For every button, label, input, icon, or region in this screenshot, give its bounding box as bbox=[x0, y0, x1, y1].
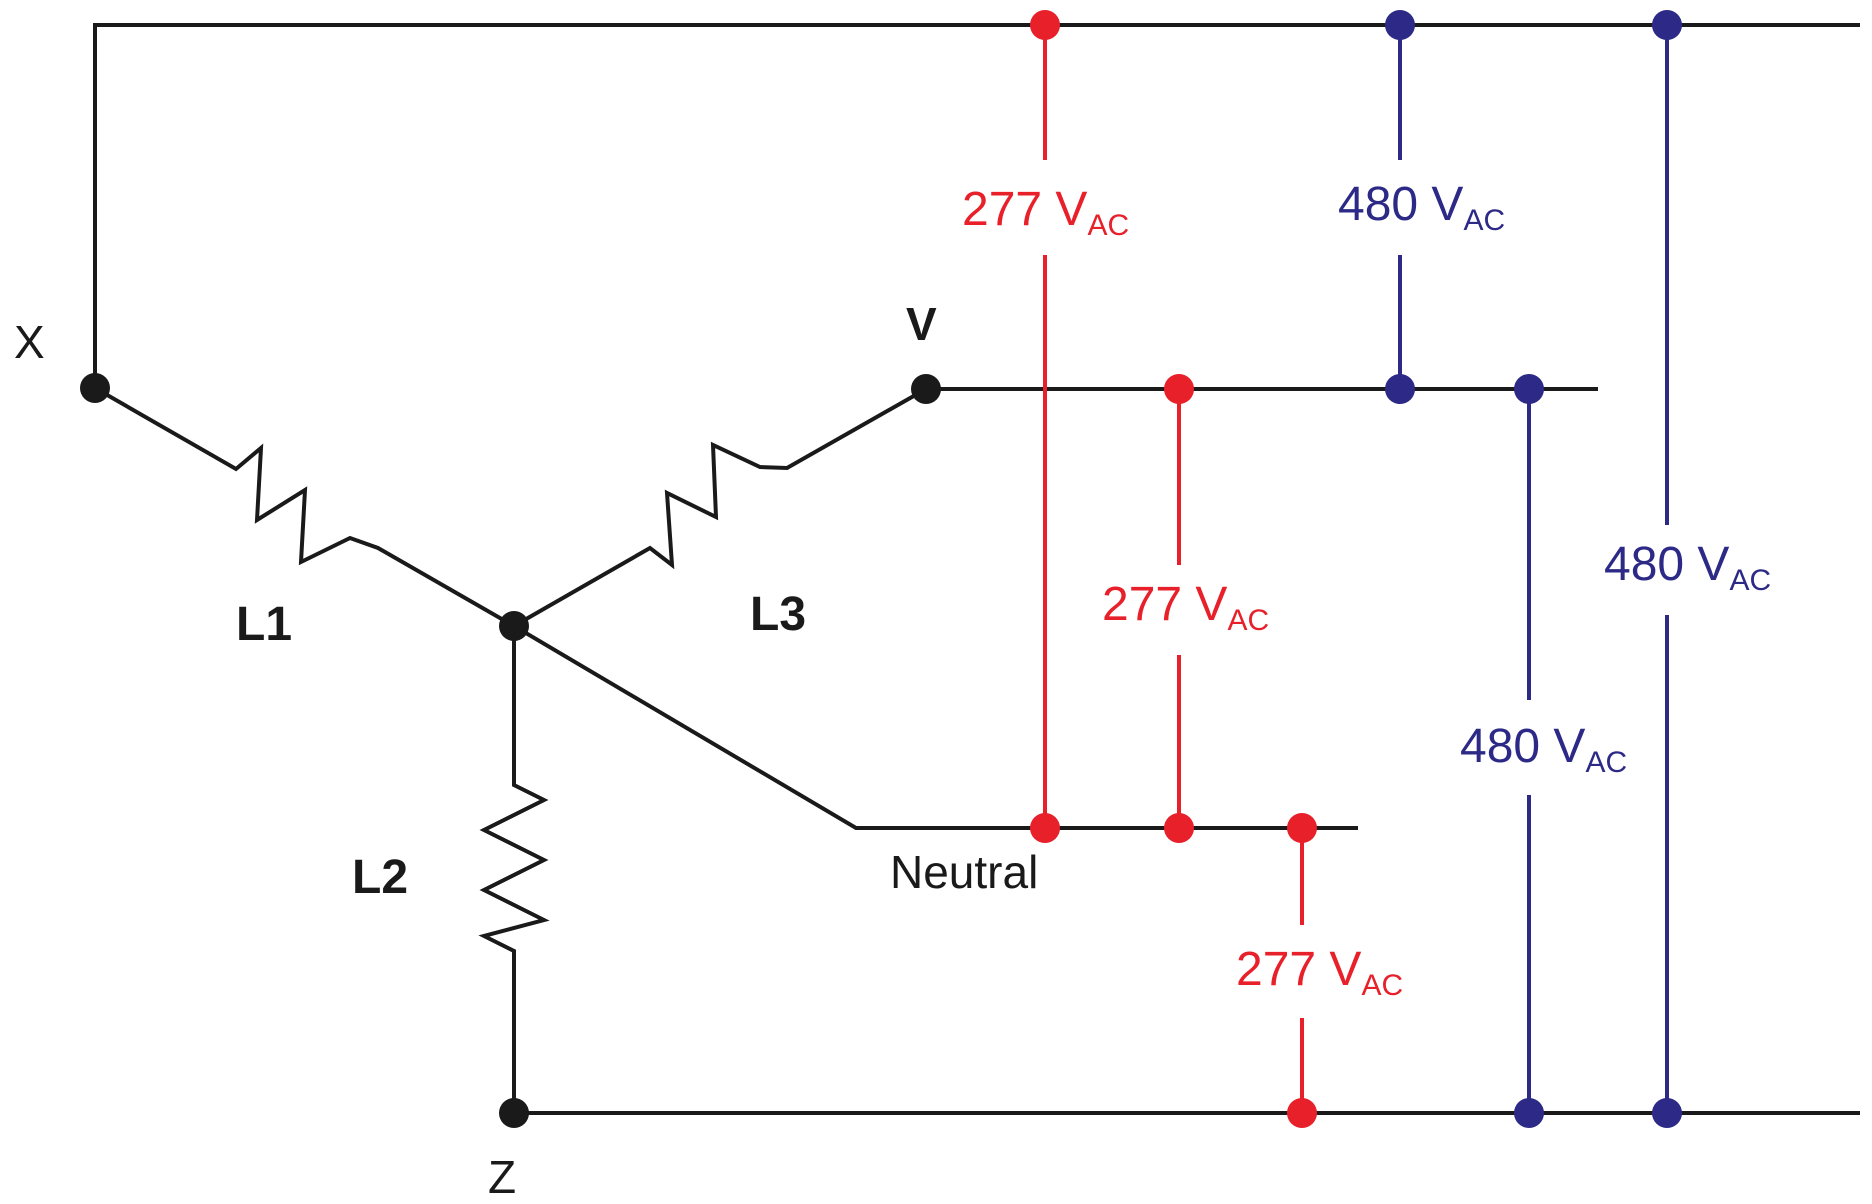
blue-junctions bbox=[1385, 10, 1682, 1128]
neutral-label: Neutral bbox=[890, 846, 1038, 898]
phase-to-phase-leads bbox=[1398, 25, 1669, 1113]
node-v-dot bbox=[911, 374, 941, 404]
phase-to-neutral-labels: 277 VAC 277 VAC 277 VAC bbox=[962, 183, 1403, 1002]
node-x-label: X bbox=[14, 316, 45, 368]
voltage-label-v-neutral: 277 VAC bbox=[1102, 578, 1269, 637]
junction-dot bbox=[1287, 813, 1317, 843]
node-x-dot bbox=[80, 373, 110, 403]
node-center-dot bbox=[499, 611, 529, 641]
x-line-wire bbox=[93, 23, 1860, 388]
junction-dot bbox=[1164, 374, 1194, 404]
node-labels: X V Z bbox=[14, 298, 937, 1203]
winding-l3-label: L3 bbox=[750, 588, 806, 641]
phase-to-neutral-leads bbox=[1043, 25, 1304, 1113]
node-v-label: V bbox=[906, 298, 937, 350]
voltage-label-z-neutral: 277 VAC bbox=[1236, 943, 1403, 1002]
winding-l2-label: L2 bbox=[352, 851, 408, 904]
voltage-label-x-v: 480 VAC bbox=[1338, 178, 1505, 237]
junction-dot bbox=[1514, 1098, 1544, 1128]
voltage-label-x-z: 480 VAC bbox=[1604, 538, 1771, 597]
voltage-label-x-neutral: 277 VAC bbox=[962, 183, 1129, 242]
junction-dot bbox=[1030, 10, 1060, 40]
neutral-wire bbox=[512, 624, 1358, 830]
wiring bbox=[93, 23, 1860, 1115]
winding-labels: L1 L3 L2 bbox=[236, 588, 806, 904]
phase-to-phase-labels: 480 VAC 480 VAC 480 VAC bbox=[1338, 178, 1771, 779]
junction-dot bbox=[1287, 1098, 1317, 1128]
voltage-label-v-z: 480 VAC bbox=[1460, 720, 1627, 779]
red-junctions bbox=[1030, 10, 1317, 1128]
junction-dot bbox=[1385, 10, 1415, 40]
winding-l1-label: L1 bbox=[236, 598, 292, 651]
junction-dot bbox=[1030, 813, 1060, 843]
junction-dot bbox=[1514, 374, 1544, 404]
l1-winding bbox=[94, 386, 515, 628]
l2-winding bbox=[478, 626, 550, 1113]
junction-dot bbox=[1652, 1098, 1682, 1128]
junction-dot bbox=[1164, 813, 1194, 843]
node-z-label: Z bbox=[488, 1151, 516, 1203]
terminal-nodes bbox=[80, 373, 941, 1128]
junction-dot bbox=[1385, 374, 1415, 404]
node-z-dot bbox=[499, 1098, 529, 1128]
junction-dot bbox=[1652, 10, 1682, 40]
l3-winding bbox=[513, 387, 927, 628]
